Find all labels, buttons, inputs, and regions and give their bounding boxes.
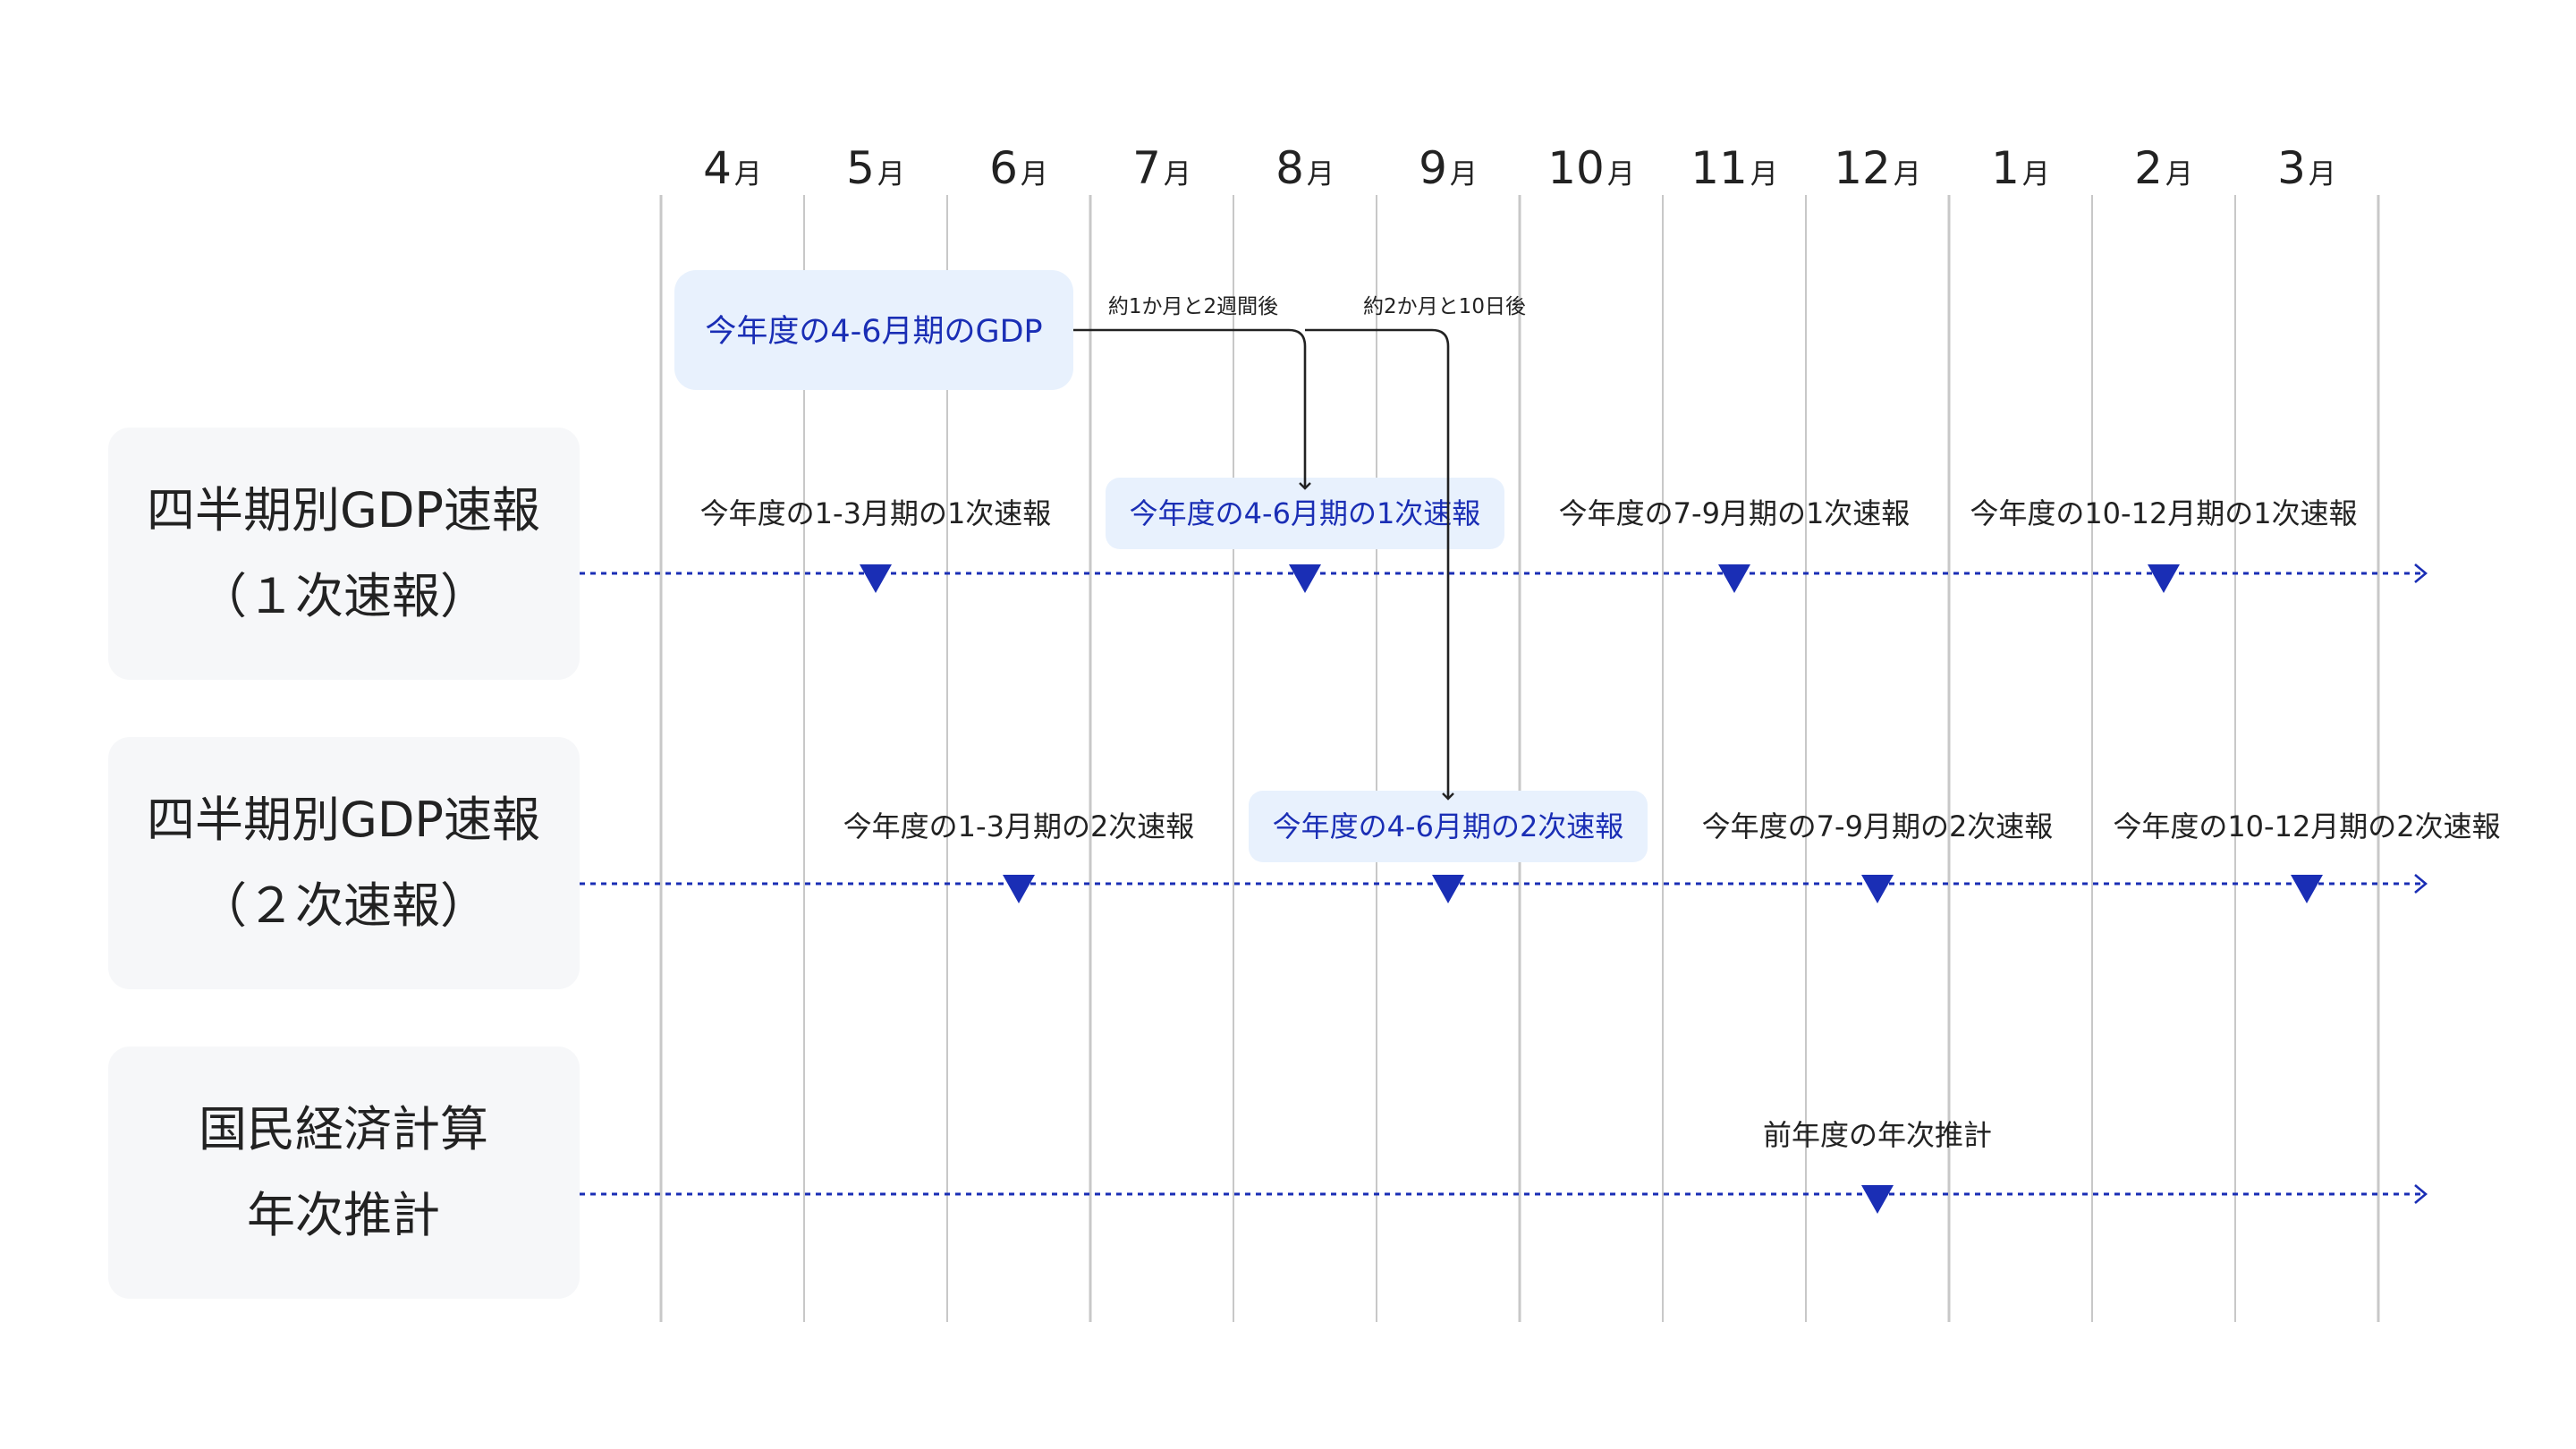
row-title-line: 四半期別GDP速報 (147, 482, 540, 538)
release-marker-triangle (1861, 1185, 1894, 1214)
month-unit: 月 (2309, 158, 2336, 191)
month-number: 8 (1275, 142, 1304, 194)
source-quarter-box (674, 270, 1073, 390)
release-label: 前年度の年次推計 (1763, 1118, 1992, 1152)
release-label: 今年度の4-6月期の2次速報 (1273, 809, 1624, 843)
month-unit: 月 (1307, 158, 1335, 191)
month-header-label: 1月 (1991, 142, 2050, 194)
timeline-arrow-icon (2414, 1184, 2428, 1204)
row-title-box (108, 1046, 580, 1299)
release-rows: 今年度の1-3月期の1次速報 今年度の4-6月期の1次速報 今年度の7-9月期の1次… (580, 478, 2501, 1214)
source-quarter-label: 今年度の4-6月期のGDP (705, 314, 1042, 350)
month-unit: 月 (2165, 158, 2193, 191)
month-header-label: 4月 (703, 142, 762, 194)
month-number: 3 (2277, 142, 2306, 194)
row-title-line: （２次速報） (199, 877, 488, 934)
month-header-label: 10月 (1547, 142, 1635, 194)
month-number: 4 (703, 142, 732, 194)
release-marker-triangle (1289, 564, 1321, 593)
release-marker-triangle (1003, 875, 1035, 903)
row-title-box (108, 737, 580, 989)
release-label: 今年度の1-3月期の2次速報 (843, 809, 1195, 843)
month-unit: 月 (1450, 158, 1478, 191)
release-label: 今年度の7-9月期の2次速報 (1702, 809, 2054, 843)
month-number: 9 (1419, 142, 1447, 194)
month-number: 10 (1547, 142, 1605, 194)
top-source-block: 今年度の4-6月期のGDP (674, 270, 1073, 390)
month-unit: 月 (1164, 158, 1191, 191)
month-number: 12 (1834, 142, 1891, 194)
month-unit: 月 (1607, 158, 1635, 191)
release-label: 今年度の4-6月期の1次速報 (1130, 496, 1481, 530)
month-header-label: 11月 (1690, 142, 1778, 194)
month-number: 2 (2134, 142, 2163, 194)
release-marker-triangle (2148, 564, 2180, 593)
lag-label-first: 約1か月と2週間後 (1108, 295, 1278, 318)
month-number: 5 (846, 142, 875, 194)
month-number: 6 (989, 142, 1018, 194)
row-title-box (108, 428, 580, 680)
month-unit: 月 (1750, 158, 1778, 191)
release-marker-triangle (1718, 564, 1750, 593)
month-unit: 月 (1021, 158, 1048, 191)
month-header-label: 7月 (1132, 142, 1191, 194)
month-header-label: 5月 (846, 142, 905, 194)
release-label: 今年度の1-3月期の1次速報 (700, 496, 1052, 530)
row-title-line: 国民経済計算 (199, 1101, 488, 1157)
row-title-line: 四半期別GDP速報 (147, 792, 540, 848)
month-number: 11 (1690, 142, 1748, 194)
lag-connector-second (1305, 328, 1454, 801)
highlight-release-box (1106, 478, 1504, 549)
timeline-arrow-icon (2414, 874, 2428, 894)
month-number: 7 (1132, 142, 1161, 194)
row-title-line: 年次推計 (247, 1187, 440, 1243)
month-header-label: 2月 (2134, 142, 2193, 194)
row-title-line: （１次速報） (199, 568, 488, 624)
month-unit: 月 (734, 158, 762, 191)
release-marker-triangle (1432, 875, 1464, 903)
month-number: 1 (1991, 142, 2020, 194)
lag-label-second: 約2か月と10日後 (1363, 295, 1526, 318)
month-header-label: 3月 (2277, 142, 2336, 194)
lag-connectors: 約1か月と2週間後 約2か月と10日後 (1073, 295, 1526, 801)
month-gridlines (659, 195, 2380, 1322)
release-marker-triangle (2291, 875, 2323, 903)
month-header-label: 8月 (1275, 142, 1335, 194)
month-unit: 月 (2022, 158, 2050, 191)
lag-connector-first (1073, 328, 1311, 490)
month-unit: 月 (1894, 158, 1921, 191)
release-label: 今年度の7-9月期の1次速報 (1559, 496, 1911, 530)
month-header-label: 6月 (989, 142, 1048, 194)
timeline-arrow-icon (2414, 564, 2428, 583)
release-label: 今年度の10-12月期の2次速報 (2113, 809, 2500, 843)
release-label: 今年度の10-12月期の1次速報 (1970, 496, 2357, 530)
month-header-label: 9月 (1419, 142, 1478, 194)
month-unit: 月 (877, 158, 905, 191)
release-marker-triangle (860, 564, 892, 593)
release-marker-triangle (1861, 875, 1894, 903)
month-header-label: 12月 (1834, 142, 1921, 194)
highlight-release-box (1249, 791, 1648, 862)
